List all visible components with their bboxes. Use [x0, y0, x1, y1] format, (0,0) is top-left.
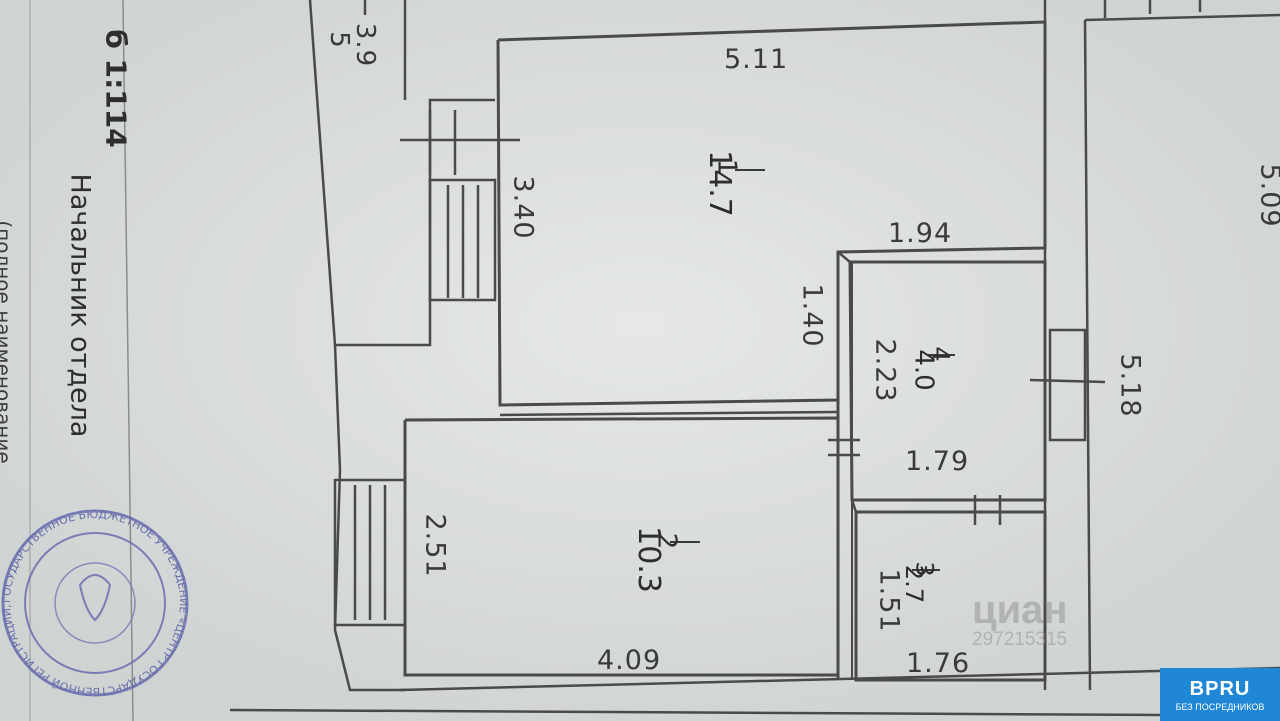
dim-room1-left: 3.40 — [507, 175, 539, 240]
margin-line — [122, 0, 134, 721]
logo-tagline: БЕЗ ПОСРЕДНИКОВ — [1175, 702, 1265, 712]
room-4-area: 4.0 — [908, 349, 939, 391]
dim-room2-bottom: 4.09 — [597, 645, 662, 676]
scale-label: б 1:114 — [99, 29, 133, 148]
room-2-area: 10.3 — [630, 526, 666, 593]
room-1-area: 14.7 — [701, 150, 737, 217]
room-5-area: 3.9 — [350, 22, 381, 68]
cian-watermark: циан 297215315 — [972, 588, 1068, 651]
logo-brand: BPRU — [1189, 678, 1251, 700]
dim-top-wall: 5.11 — [724, 44, 789, 75]
dim-room3-left: 1.51 — [873, 568, 905, 633]
dim-room1-inner: 1.40 — [796, 283, 828, 348]
dim-room4-bottom: 1.79 — [905, 446, 970, 477]
official-subtitle: (полное наименование — [0, 220, 16, 464]
room-markers — [670, 169, 955, 571]
dim-room4-left: 2.23 — [869, 338, 901, 403]
bpru-logo[interactable]: BPRU БЕЗ ПОСРЕДНИКОВ — [1160, 668, 1280, 721]
dim-room3-bottom: 1.76 — [906, 648, 971, 679]
plan-lines — [229, 0, 1280, 717]
dim-room1-step: 1.94 — [888, 218, 953, 249]
watermark-id: 297215315 — [972, 629, 1068, 650]
dim-room2-left: 2.51 — [419, 513, 451, 578]
dim-neighbor-2: 5.09 — [1254, 163, 1280, 228]
official-title: Начальник отдела — [64, 173, 96, 438]
dim-neighbor-1: 5.18 — [1114, 353, 1146, 418]
watermark-brand: циан — [972, 588, 1068, 632]
